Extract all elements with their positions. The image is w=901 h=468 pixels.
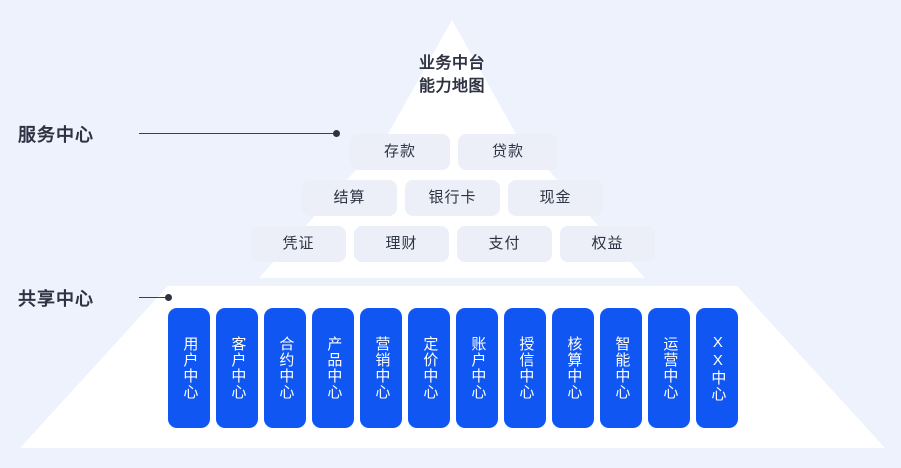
shared-center-card-label: 用户中心 — [181, 336, 199, 400]
shared-center-card[interactable]: 核算中心 — [552, 308, 594, 428]
shared-center-card[interactable]: 运营中心 — [648, 308, 690, 428]
page-title-line-1: 业务中台 — [418, 55, 485, 72]
service-pill[interactable]: 现金 — [508, 180, 603, 216]
shared-center-card-label: 客户中心 — [229, 336, 247, 400]
shared-center-card-label: 运营中心 — [661, 336, 679, 400]
service-pill-row-2: 结算银行卡现金 — [302, 180, 603, 216]
shared-center-card-label: 智能中心 — [613, 336, 631, 400]
leader-line-shared — [139, 297, 167, 298]
shared-center-card-label: XX中心 — [709, 334, 727, 402]
service-pill-row-1: 存款贷款 — [350, 134, 558, 170]
shared-center-card-label: 合约中心 — [277, 336, 295, 400]
shared-center-card[interactable]: XX中心 — [696, 308, 738, 428]
shared-center-card-label: 账户中心 — [469, 336, 487, 400]
service-pill[interactable]: 权益 — [560, 226, 655, 262]
shared-center-card[interactable]: 授信中心 — [504, 308, 546, 428]
shared-center-card-label: 授信中心 — [517, 336, 535, 400]
service-pill[interactable]: 凭证 — [251, 226, 346, 262]
label-shared-center: 共享中心 — [18, 289, 94, 309]
shared-center-card[interactable]: 用户中心 — [168, 308, 210, 428]
shared-center-card[interactable]: 营销中心 — [360, 308, 402, 428]
leader-dot-service — [333, 130, 340, 137]
shared-center-card[interactable]: 智能中心 — [600, 308, 642, 428]
service-pill[interactable]: 结算 — [302, 180, 397, 216]
leader-dot-shared — [165, 294, 172, 301]
page-title: 业务中台 能力地图 — [352, 52, 552, 98]
label-service-center: 服务中心 — [18, 125, 94, 145]
pyramid-shared-band — [20, 286, 885, 448]
shared-center-card-row: 用户中心 客户中心 合约中心 产品中心 营销中心 定价中心 账户中心 授信中心 核算中心 智能中心… — [168, 308, 738, 428]
service-pill[interactable]: 理财 — [354, 226, 449, 262]
shared-center-card[interactable]: 客户中心 — [216, 308, 258, 428]
shared-center-card[interactable]: 账户中心 — [456, 308, 498, 428]
service-pill[interactable]: 支付 — [457, 226, 552, 262]
service-pill[interactable]: 贷款 — [458, 134, 558, 170]
shared-center-card[interactable]: 产品中心 — [312, 308, 354, 428]
service-pill[interactable]: 存款 — [350, 134, 450, 170]
service-pill[interactable]: 银行卡 — [405, 180, 500, 216]
shared-center-card-label: 营销中心 — [373, 336, 391, 400]
service-pill-row-3: 凭证理财支付权益 — [251, 226, 655, 262]
leader-line-service — [139, 133, 335, 134]
shared-center-card[interactable]: 定价中心 — [408, 308, 450, 428]
shared-center-card-label: 产品中心 — [325, 336, 343, 400]
shared-center-card-label: 定价中心 — [421, 336, 439, 400]
shared-center-card-label: 核算中心 — [565, 336, 583, 400]
page-title-line-2: 能力地图 — [418, 78, 485, 95]
shared-center-card[interactable]: 合约中心 — [264, 308, 306, 428]
